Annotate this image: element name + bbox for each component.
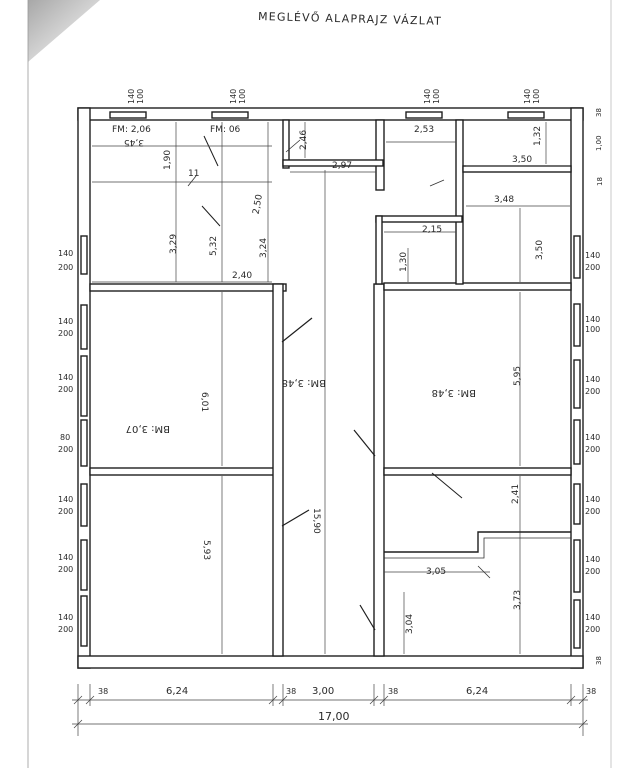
window-right-1-width: 140	[585, 251, 600, 260]
label-bm-corridor: BM: 3,48	[282, 377, 326, 388]
window-left-5-height: 200	[58, 507, 73, 516]
bottom-dim-5: 38	[388, 687, 398, 696]
dim-324: 3,24	[259, 238, 269, 258]
window-left-7-width: 140	[58, 613, 73, 622]
window-top-3-height: 100	[432, 89, 441, 104]
dim-right-18: 18	[596, 177, 604, 186]
bottom-dim-total: 17,00	[318, 710, 350, 723]
bottom-dim-3: 38	[286, 687, 296, 696]
window-right-3-width: 140	[585, 375, 600, 384]
dim-1590: 15,90	[311, 508, 321, 534]
dim-532: 5,32	[209, 236, 219, 256]
label-fm-left: FM: 2,06	[112, 125, 151, 135]
bottom-dim-7: 38	[586, 687, 596, 696]
window-top-2-width: 140	[229, 89, 238, 104]
window-right-2-height: 100	[585, 325, 600, 334]
bottom-dimension-chain	[72, 684, 588, 736]
diagonal-ticks	[187, 139, 491, 579]
lower-right-step-wall	[384, 531, 571, 553]
dim-132: 1,32	[533, 126, 543, 146]
window-top-3-width: 140	[423, 89, 432, 104]
window-top-2-height: 100	[238, 89, 247, 104]
label-bm-right: BM: 3,48	[432, 387, 476, 398]
dim-right-38-bottom: 38	[595, 656, 603, 665]
dim-240: 2,40	[232, 271, 252, 281]
window-left-6-width: 140	[58, 553, 73, 562]
window-top-1-height: 100	[136, 89, 145, 104]
dim-297: 2,97	[332, 161, 352, 171]
dim-350-side: 3,50	[535, 240, 545, 260]
window-left-3-height: 200	[58, 385, 73, 394]
dim-345: 3,45	[124, 137, 144, 147]
window-left-4-height: 200	[58, 445, 73, 454]
window-right-7-height: 200	[585, 625, 600, 634]
window-top-4-height: 100	[532, 89, 541, 104]
lower-right-step-inner	[384, 537, 571, 559]
label-bm-left: BM: 3,07	[126, 423, 170, 434]
window-left-6-height: 200	[58, 565, 73, 574]
top-windows	[109, 111, 545, 119]
window-left-5-width: 140	[58, 495, 73, 504]
dim-373: 3,73	[513, 590, 523, 610]
window-left-7-height: 200	[58, 625, 73, 634]
dim-329: 3,29	[169, 234, 179, 254]
label-fm-right: FM: 06	[210, 125, 241, 135]
left-window-labels: 140 200 140 200 140 200 80 200 140 200 1…	[58, 249, 73, 634]
window-left-1-height: 200	[58, 263, 73, 272]
window-top-4-width: 140	[523, 89, 532, 104]
dim-595: 5,95	[513, 366, 523, 386]
window-right-3-height: 200	[585, 387, 600, 396]
window-right-5-width: 140	[585, 495, 600, 504]
dim-305: 3,05	[426, 567, 446, 577]
window-right-1-height: 200	[585, 263, 600, 272]
window-right-6-width: 140	[585, 555, 600, 564]
dim-601: 6,01	[199, 392, 209, 412]
outer-walls	[77, 107, 584, 669]
scan-corner-shadow	[28, 0, 100, 62]
dim-304: 3,04	[405, 614, 415, 634]
window-left-2-width: 140	[58, 317, 73, 326]
dim-593: 5,93	[201, 540, 211, 560]
bottom-dim-6: 6,24	[466, 686, 488, 697]
interior-dimension-lines	[92, 122, 570, 654]
bottom-dim-4: 3,00	[312, 686, 334, 697]
window-left-4-width: 80	[60, 433, 70, 442]
bottom-dim-1: 38	[98, 687, 108, 696]
left-windows	[80, 235, 88, 647]
window-right-4-height: 200	[585, 445, 600, 454]
dim-130: 1,30	[399, 252, 409, 272]
dim-215: 2,15	[422, 225, 442, 235]
dim-241: 2,41	[511, 484, 521, 504]
right-window-labels: 140 200 140 100 140 200 140 200 140 200 …	[585, 251, 600, 634]
window-left-1-width: 140	[58, 249, 73, 258]
dim-right-100: 1,00	[595, 135, 603, 151]
dim-348: 3,48	[494, 195, 514, 205]
dim-253: 2,53	[414, 125, 434, 135]
dim-190: 1,90	[163, 150, 173, 170]
window-right-4-width: 140	[585, 433, 600, 442]
window-top-1-width: 140	[127, 89, 136, 104]
dim-250: 2,50	[252, 193, 265, 215]
top-window-labels: 140 100 140 100 140 100 140 100	[127, 89, 541, 104]
window-left-3-width: 140	[58, 373, 73, 382]
dim-11: 11	[188, 169, 199, 179]
dim-right-38-top: 38	[595, 108, 603, 117]
window-right-7-width: 140	[585, 613, 600, 622]
plan-title: MEGLÉVŐ ALAPRAJZ VÁZLAT	[258, 9, 442, 28]
bottom-dim-2: 6,24	[166, 686, 188, 697]
window-left-2-height: 200	[58, 329, 73, 338]
dim-350-top: 3,50	[512, 155, 532, 165]
window-right-2-width: 140	[585, 315, 600, 324]
dim-246: 2,46	[299, 130, 309, 150]
right-windows	[573, 235, 581, 649]
corridor-door-openings	[201, 135, 463, 631]
window-right-6-height: 200	[585, 567, 600, 576]
interior-walls	[89, 119, 572, 657]
window-right-5-height: 200	[585, 507, 600, 516]
